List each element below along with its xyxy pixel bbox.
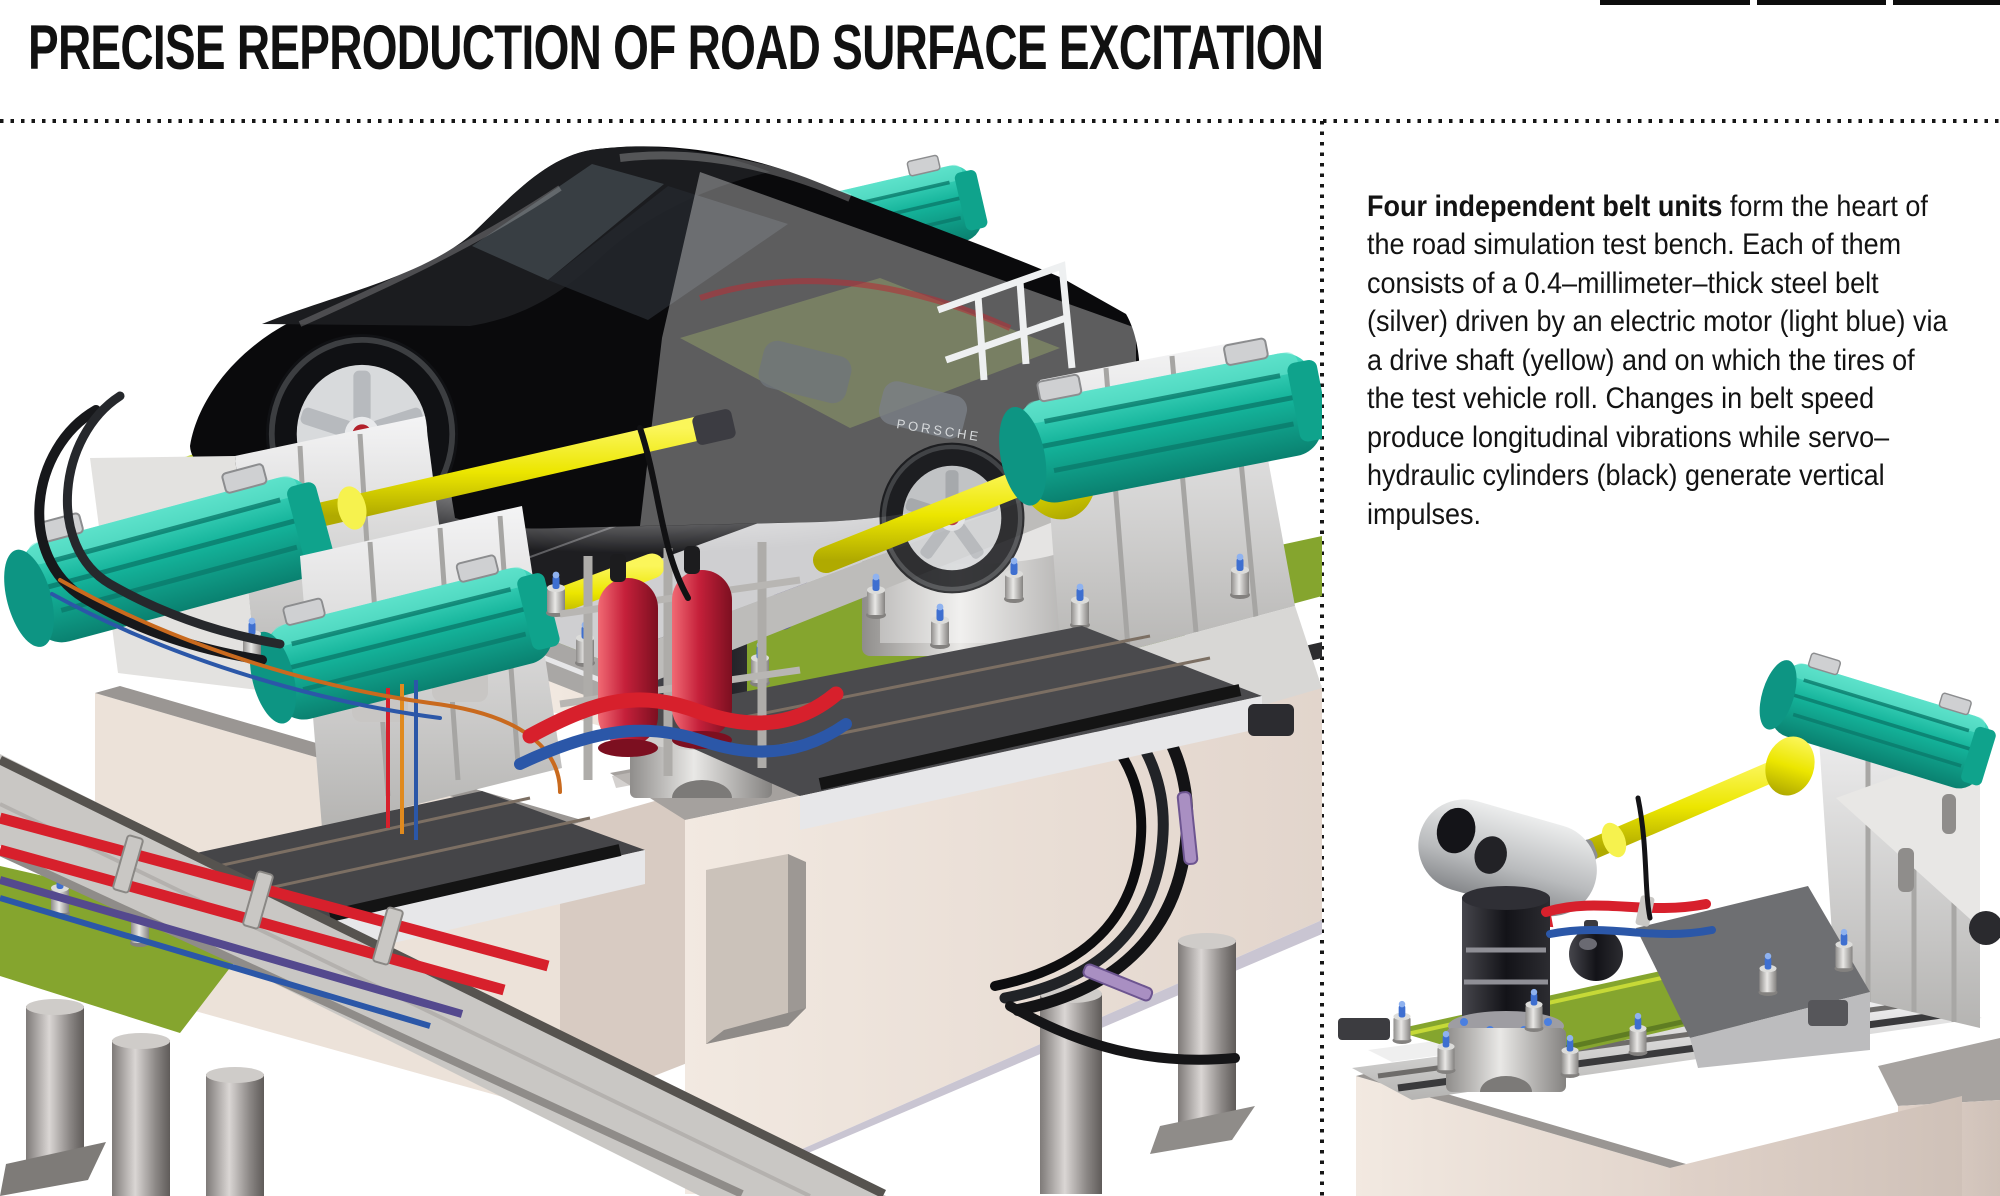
test-bench-illustration: PORSCHE [0, 145, 1322, 1196]
detail-hoses [1541, 795, 1716, 938]
detail-accumulator-sphere [1569, 920, 1623, 981]
belt-unit-detail-illustration [1338, 640, 2000, 1196]
foundation-pillars-left [0, 999, 264, 1196]
belt-unit-2 [237, 506, 665, 828]
caption-paragraph: Four independent belt units form the hea… [1367, 188, 1956, 535]
foundation-pillars-right [1040, 933, 1255, 1194]
drive-shaft-1 [303, 416, 712, 528]
hydraulic-hoses [34, 391, 852, 794]
page-title: PRECISE REPRODUCTION OF ROAD SURFACE EXC… [28, 13, 1324, 83]
caption-lead: Four independent belt units [1367, 189, 1723, 223]
top-edge-bar-segment [1757, 0, 1886, 5]
detail-foundation-block [1356, 1038, 2000, 1196]
detail-drive-shaft [1568, 736, 1815, 867]
hydraulic-pipe-rack [0, 680, 550, 1029]
caption-body: form the heart of the road simulation te… [1367, 189, 1948, 531]
top-edge-bar-segment [1600, 0, 1750, 5]
vertical-dotted-divider [1320, 121, 1324, 1196]
detail-ramp-housing [1338, 886, 1870, 1068]
maintenance-railing [936, 261, 1076, 381]
detail-hydraulic-cylinder [1446, 886, 1566, 1092]
top-edge-bar-segment [1893, 0, 2000, 5]
horizontal-dotted-divider [0, 119, 2000, 123]
